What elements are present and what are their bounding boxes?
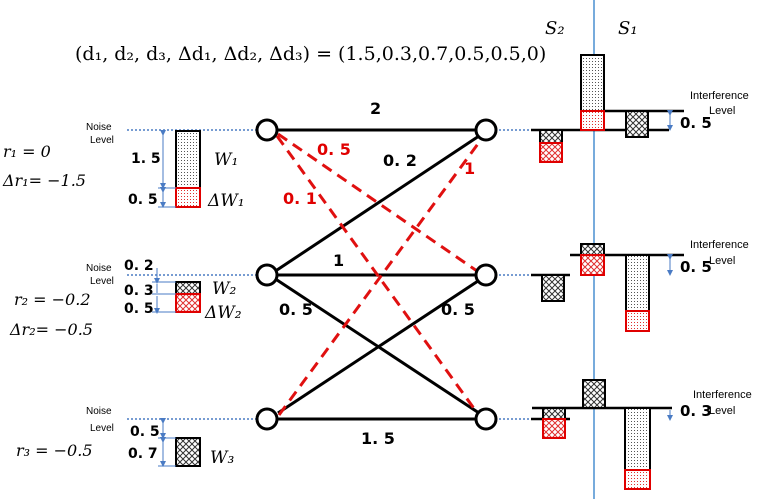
edge-label-bottom: 1. 5 bbox=[361, 429, 395, 448]
r2-label: r₂ = −0.2 bbox=[14, 290, 91, 309]
edge-label-top: 2 bbox=[370, 99, 381, 118]
edge-label-red-05: 0. 5 bbox=[317, 140, 351, 159]
noise-label-2a: Noise bbox=[86, 263, 112, 274]
r1-s1-tall bbox=[580, 54, 605, 112]
edge-label-mid: 1 bbox=[333, 251, 344, 270]
r3-s2-red bbox=[542, 418, 566, 439]
interf-value-1: 0. 5 bbox=[680, 114, 712, 132]
w1-bar bbox=[175, 130, 201, 189]
noise-label-3a: Noise bbox=[86, 406, 112, 417]
noise-label-1a: Noise bbox=[86, 122, 112, 133]
edge-label-red-1: 1 bbox=[464, 159, 475, 178]
edge-bottom-left-mid-right bbox=[277, 279, 479, 415]
s2-label: S₂ bbox=[545, 18, 565, 39]
r3-s1-tall-red bbox=[624, 469, 651, 490]
r1-s1-cross bbox=[625, 110, 649, 138]
edge-label-red-01: 0. 1 bbox=[283, 189, 317, 208]
r3-s1-tall bbox=[624, 407, 651, 471]
interf-label-2a: Interference bbox=[690, 239, 749, 251]
r2-s1-red bbox=[580, 254, 605, 276]
red-edge-bottom-left-top-right bbox=[277, 136, 485, 416]
interf-value-3: 0. 3 bbox=[680, 402, 712, 420]
v1-w: 1. 5 bbox=[131, 151, 161, 167]
r1-s2-bar bbox=[539, 129, 563, 144]
interf-label-1b: Level bbox=[709, 105, 735, 117]
dw1-bar bbox=[175, 187, 201, 208]
node-right-3 bbox=[474, 407, 498, 431]
v2-gap: 0. 2 bbox=[124, 258, 154, 274]
r3-s1-top bbox=[582, 379, 606, 409]
dr1-label: Δr₁= −1.5 bbox=[2, 171, 86, 190]
r2-s1-tall bbox=[625, 254, 650, 312]
interf-label-3b: Level bbox=[709, 405, 735, 417]
r1-label: r₁ = 0 bbox=[3, 142, 51, 161]
interf-value-2: 0. 5 bbox=[680, 258, 712, 276]
node-right-2 bbox=[474, 263, 498, 287]
red-edge-top-left-mid-right bbox=[277, 132, 478, 273]
v2-w: 0. 3 bbox=[124, 283, 154, 299]
v1-dw: 0. 5 bbox=[128, 192, 158, 208]
dr2-label: Δr₂= −0.5 bbox=[9, 320, 93, 339]
w3-bar bbox=[175, 437, 201, 467]
noise-label-1b: Level bbox=[90, 135, 114, 146]
v3-w: 0. 7 bbox=[128, 446, 158, 462]
edge-mid-left-top-right bbox=[276, 134, 480, 272]
edge-label-black-right-low: 0. 5 bbox=[441, 300, 475, 319]
w2-label: W₂ bbox=[212, 279, 236, 299]
w1-label: W₁ bbox=[214, 150, 238, 170]
r1-s1-red bbox=[580, 110, 605, 131]
red-edge-top-left-bottom-right bbox=[275, 135, 480, 415]
r3-s2-bar bbox=[542, 407, 566, 420]
tuple-label: (d₁, d₂, d₃, Δd₁, Δd₂, Δd₃) = (1.5,0.3,0… bbox=[75, 43, 546, 65]
interf-label-1a: Interference bbox=[690, 90, 749, 102]
dw2-label: ΔW₂ bbox=[204, 303, 242, 323]
w3-label: W₃ bbox=[210, 448, 234, 468]
r2-s1-tall-red bbox=[625, 310, 650, 332]
r1-s2-red bbox=[539, 142, 563, 163]
node-left-1 bbox=[255, 118, 279, 142]
interf-label-3a: Interference bbox=[693, 389, 752, 401]
r2-s2-bar bbox=[541, 274, 565, 302]
s1-label: S₁ bbox=[618, 18, 638, 39]
r3-label: r₃ = −0.5 bbox=[16, 441, 93, 460]
edge-label-black-left-low: 0. 5 bbox=[279, 300, 313, 319]
r2-s1-top bbox=[580, 243, 605, 256]
v2-dw: 0. 5 bbox=[124, 301, 154, 317]
w2-bar bbox=[175, 281, 201, 295]
node-left-3 bbox=[255, 407, 279, 431]
interf-label-2b: Level bbox=[709, 255, 735, 267]
noise-label-2b: Level bbox=[90, 276, 114, 287]
node-left-2 bbox=[255, 263, 279, 287]
edge-label-black-upper: 0. 2 bbox=[383, 151, 417, 170]
dw2-bar bbox=[175, 293, 201, 313]
v3-gap: 0. 5 bbox=[130, 424, 160, 440]
node-right-1 bbox=[474, 118, 498, 142]
noise-label-3b: Level bbox=[90, 423, 114, 434]
dw1-label: ΔW₁ bbox=[207, 191, 245, 211]
